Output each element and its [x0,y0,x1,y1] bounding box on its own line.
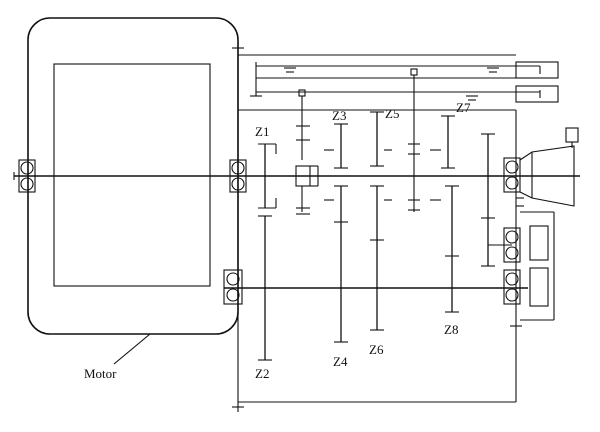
gears [258,75,512,361]
upper-shafts [250,61,559,103]
label-z2: Z2 [255,366,269,381]
label-z8: Z8 [444,322,458,337]
label-motor: Motor [84,366,117,381]
label-z6: Z6 [369,342,384,357]
label-z4: Z4 [333,354,348,369]
label-z1: Z1 [255,124,269,139]
label-z5: Z5 [385,106,399,121]
bearings [18,157,521,305]
motor-leader [113,333,151,365]
label-z3: Z3 [332,108,346,123]
bearing-right-motor [229,159,247,193]
label-z7: Z7 [456,100,471,115]
bearing-right-main [503,157,521,193]
input-shaft [13,172,580,180]
gearbox-casing [232,44,522,412]
output-assembly [516,127,579,321]
bearing-left-motor [18,159,36,193]
bearing-lower-left [223,269,243,305]
bearing-right-lower [503,269,521,305]
